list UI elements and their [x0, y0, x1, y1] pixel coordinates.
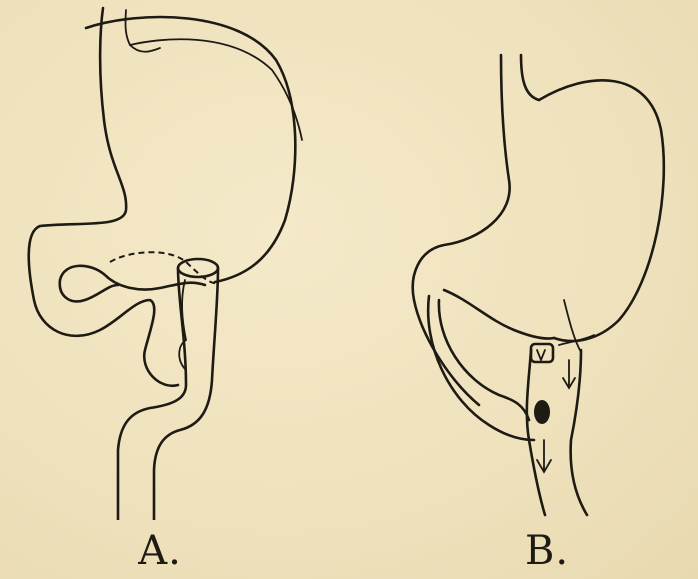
- loop-outer: [428, 296, 534, 440]
- flow-arrow-2: [537, 440, 551, 472]
- loop-inner: [439, 300, 529, 420]
- figure-a: [0, 0, 349, 520]
- stomach-outer-curve: [86, 17, 295, 282]
- hidden-contour: [110, 252, 218, 283]
- crossing-line-1: [125, 10, 302, 140]
- esophagus-left: [413, 55, 510, 405]
- esophagus-left-wall: [29, 8, 178, 386]
- duodenum-left: [118, 268, 186, 520]
- flow-arrow-3: [537, 350, 545, 360]
- jejunal-loop-lower: [60, 280, 118, 301]
- stomach-lower-curve: [444, 290, 554, 339]
- efferent-right: [571, 350, 587, 515]
- anastomosis-hatched: [534, 400, 550, 424]
- flow-arrow-1: [563, 360, 575, 388]
- figure-b-caption: B.: [487, 528, 607, 574]
- esophagus-right: [521, 55, 539, 100]
- figure-b: [349, 0, 698, 520]
- efferent-left: [527, 350, 545, 515]
- figure-a-drawing: [0, 0, 349, 520]
- suture-cross-1: [564, 300, 581, 352]
- anastomosis-cap: [178, 259, 218, 277]
- figure-b-drawing: [349, 0, 698, 520]
- figure-a-caption: A.: [100, 528, 220, 574]
- stomach-outer: [539, 80, 664, 341]
- crossing-line-2: [130, 45, 160, 52]
- duodenum-right: [154, 268, 218, 520]
